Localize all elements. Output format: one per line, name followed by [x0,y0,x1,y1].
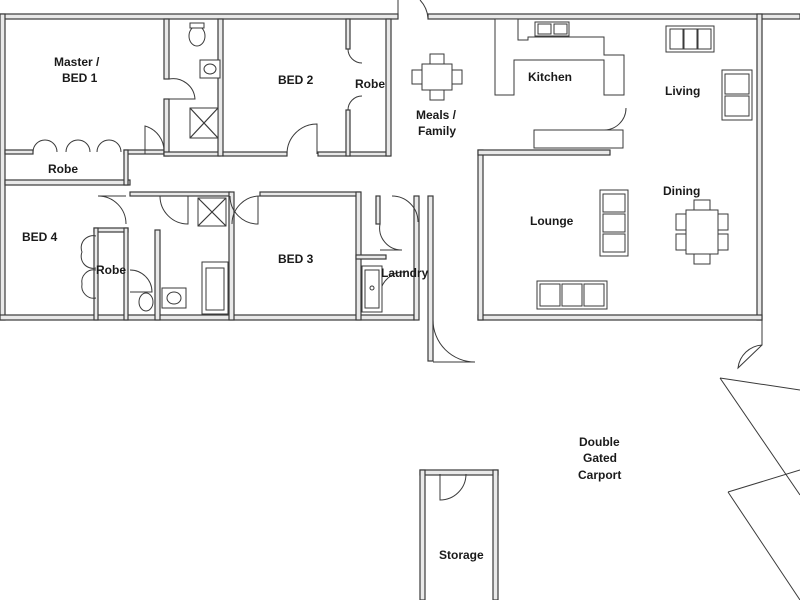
label-kitchen: Kitchen [528,70,572,84]
kitchen-benches [494,18,625,149]
dining-table [675,199,729,265]
label-meals-line1: Meals / [416,108,457,122]
room-labels: Master / BED 1 Robe BED 2 Robe BED 4 Rob… [22,55,700,562]
label-robe-master: Robe [48,162,78,176]
doors [32,0,800,600]
storage-shed [419,469,499,600]
wet-area-fixtures [138,22,383,315]
label-robe-bed2: Robe [355,77,385,91]
label-bed4: BED 4 [22,230,58,244]
living-sofas [536,25,753,310]
meals-table [411,53,463,101]
label-bed2: BED 2 [278,73,314,87]
label-master-line1: Master / [54,55,100,69]
interior-walls [4,18,392,321]
label-bed3: BED 3 [278,252,314,266]
label-dining: Dining [663,184,700,198]
outer-walls [0,13,800,362]
label-master-line2: BED 1 [62,71,98,85]
label-meals-line2: Family [418,124,456,138]
label-storage: Storage [439,548,484,562]
label-robe-bed4: Robe [96,263,126,277]
label-laundry: Laundry [381,266,429,280]
label-carport-line1: Double [579,435,620,449]
label-carport-line2: Gated [583,451,617,465]
label-living: Living [665,84,700,98]
label-lounge: Lounge [530,214,574,228]
label-carport-line3: Carport [578,468,621,482]
